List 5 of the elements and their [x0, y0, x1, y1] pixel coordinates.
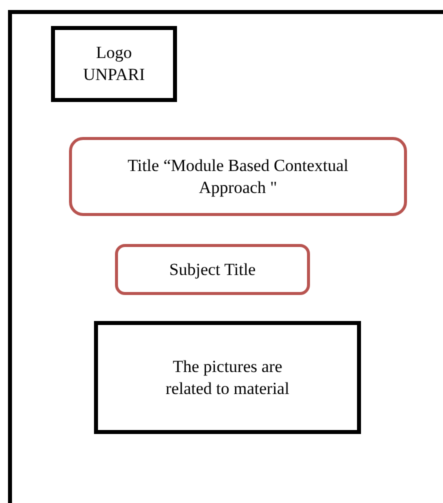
page-frame [8, 10, 443, 503]
text-box: Logo UNPARI [51, 26, 177, 102]
text-box: Title “Module Based Contextual Approach " [69, 137, 407, 216]
text-box: The pictures are related to material [94, 321, 361, 434]
text-box: Subject Title [115, 244, 310, 295]
